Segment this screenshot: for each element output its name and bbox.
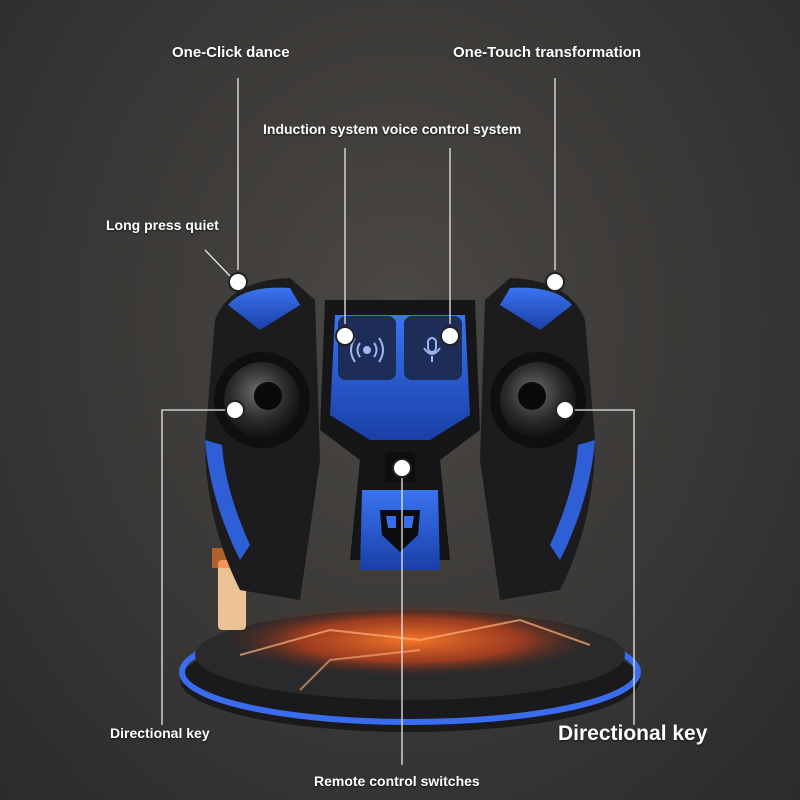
left-joystick bbox=[214, 352, 310, 448]
callout-one-click-dance: One-Click dance bbox=[172, 44, 290, 61]
callout-lines bbox=[161, 78, 635, 765]
autobot-logo-icon bbox=[380, 510, 420, 552]
right-joystick bbox=[490, 352, 586, 448]
callout-remote-control-switches: Remote control switches bbox=[314, 773, 480, 789]
microphone-icon bbox=[423, 337, 441, 362]
callout-induction-voice-control: Induction system voice control system bbox=[263, 121, 522, 137]
callout-directional-key-left: Directional key bbox=[110, 725, 210, 741]
callout-long-press-quiet: Long press quiet bbox=[106, 217, 219, 233]
callout-directional-key-right: Directional key bbox=[558, 722, 708, 745]
display-stand bbox=[179, 548, 641, 732]
callout-one-touch-transformation: One-Touch transformation bbox=[453, 44, 642, 61]
callout-markers bbox=[225, 272, 575, 478]
